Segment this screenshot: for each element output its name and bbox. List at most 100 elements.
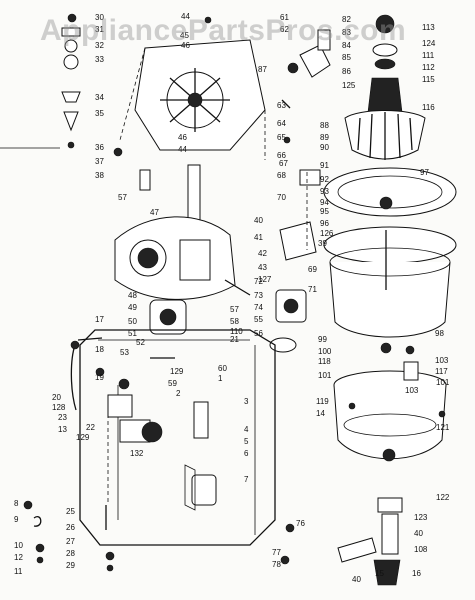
gearcase-assembly: [114, 164, 251, 335]
callout-label: 96: [320, 219, 329, 228]
callout-label: 4: [244, 425, 249, 434]
callout-label: 65: [277, 133, 286, 142]
callout-label: 19: [95, 373, 104, 382]
callout-label: 110: [230, 327, 243, 336]
callout-label: 88: [320, 121, 329, 130]
callout-label: 16: [412, 569, 421, 578]
callout-label: 51: [128, 329, 137, 338]
callout-label: 56: [254, 329, 263, 338]
callout-label: 46: [181, 41, 190, 50]
callout-label: 26: [66, 523, 75, 532]
callout-label: 32: [95, 41, 104, 50]
callout-label: 31: [95, 25, 104, 34]
callout-label: 85: [342, 53, 351, 62]
callout-label: 72: [254, 277, 263, 286]
callout-label: 89: [320, 133, 329, 142]
callout-label: 129: [170, 367, 184, 376]
callout-label: 33: [95, 55, 104, 64]
callout-label: 2: [176, 389, 181, 398]
callout-label: 113: [422, 23, 435, 32]
callout-label: 98: [435, 329, 444, 338]
callout-label: 58: [230, 317, 239, 326]
callout-label: 129: [76, 433, 90, 442]
callout-label: 60: [218, 364, 227, 373]
callout-label: 111: [422, 51, 435, 60]
callout-label: 103: [405, 386, 419, 395]
wash-tub: [323, 167, 457, 355]
callout-label: 44: [181, 12, 190, 21]
callout-label: 9: [14, 515, 19, 524]
cabinet: [77, 329, 276, 546]
callout-label: 112: [422, 63, 435, 72]
callout-label: 57: [230, 305, 239, 314]
callout-label: 46: [178, 133, 187, 142]
callout-label: 39: [318, 239, 327, 248]
callout-label: 1: [218, 374, 223, 383]
callout-label: 123: [414, 513, 428, 522]
callout-label: 43: [258, 263, 267, 272]
callout-label: 76: [296, 519, 305, 528]
callout-label: 18: [95, 345, 104, 354]
callout-label: 53: [120, 348, 129, 357]
control-components: [269, 29, 331, 353]
callout-label: 66: [277, 151, 286, 160]
callout-label: 11: [14, 567, 23, 576]
agitator: [344, 14, 426, 160]
callout-label: 70: [277, 193, 286, 202]
callout-label: 93: [320, 187, 329, 196]
callout-label: 132: [130, 449, 144, 458]
callout-label: 69: [308, 265, 317, 274]
callout-label: 5: [244, 437, 249, 446]
callout-label: 64: [277, 119, 286, 128]
callout-label: 101: [318, 371, 332, 380]
callout-label: 108: [414, 545, 428, 554]
callout-label: 84: [342, 41, 351, 50]
callout-label: 118: [318, 357, 331, 366]
callout-label: 23: [58, 413, 67, 422]
callout-label: 49: [128, 303, 137, 312]
callout-label: 95: [320, 207, 329, 216]
callout-label: 7: [244, 475, 249, 484]
callout-label: 38: [95, 171, 104, 180]
callout-label: 40: [254, 216, 263, 225]
callout-label: 45: [180, 31, 189, 40]
callout-label: 97: [420, 168, 429, 177]
callout-label: 6: [244, 449, 249, 458]
callout-label: 82: [342, 15, 351, 24]
callout-label: 25: [66, 507, 75, 516]
callout-label: 91: [320, 161, 329, 170]
callout-label: 17: [95, 315, 104, 324]
callout-label: 67: [279, 159, 288, 168]
callout-label: 121: [436, 423, 450, 432]
callout-label: 99: [318, 335, 327, 344]
callout-label: 128: [52, 403, 66, 412]
callout-label: 127: [258, 275, 272, 284]
callout-label: 22: [86, 423, 95, 432]
callout-label: 48: [128, 291, 137, 300]
callout-label: 94: [320, 198, 329, 207]
callout-label: 117: [435, 367, 448, 376]
callout-label: 29: [66, 561, 75, 570]
hose-parts: [23, 340, 295, 572]
callout-label: 77: [272, 548, 281, 557]
callout-label: 27: [66, 537, 75, 546]
callout-label: 47: [150, 208, 159, 217]
callout-label: 124: [422, 39, 436, 48]
callout-label: 83: [342, 28, 351, 37]
callout-label: 57: [118, 193, 127, 202]
callout-label: 12: [14, 553, 23, 562]
callout-label: 100: [318, 347, 332, 356]
watermark: AppliancePartsPros.com: [40, 14, 407, 47]
callout-label: 73: [254, 291, 263, 300]
callout-label: 90: [320, 143, 329, 152]
callout-label: 126: [320, 229, 334, 238]
callout-label: 119: [316, 397, 329, 406]
callout-label: 8: [14, 499, 19, 508]
callout-label: 78: [272, 560, 281, 569]
callout-label: 20: [52, 393, 61, 402]
callout-label: 21: [230, 335, 239, 344]
callout-label: 103: [435, 356, 449, 365]
callout-label: 41: [254, 233, 263, 242]
outer-tub-bottom: [333, 361, 447, 462]
